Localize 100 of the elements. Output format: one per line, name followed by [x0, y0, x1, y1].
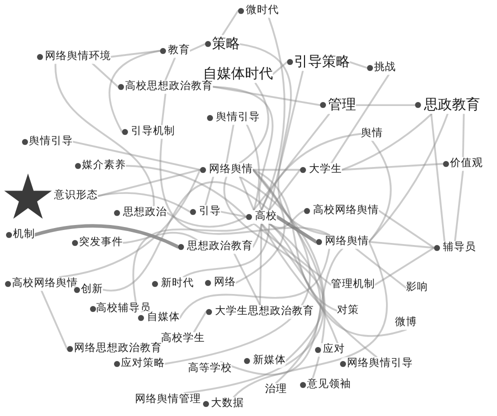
- keyword-label: 舆情引导: [29, 135, 73, 149]
- keyword-label: 网络舆情环境: [45, 50, 111, 64]
- connection-line: [204, 176, 214, 206]
- connection-line: [122, 232, 198, 244]
- keyword-label: 思想政治: [123, 206, 167, 220]
- connection-line: [97, 192, 191, 213]
- keyword-label: 高等学校: [188, 362, 232, 376]
- keyword-label: 意见领袖: [307, 378, 351, 392]
- keyword-label: 高校学生: [161, 332, 205, 346]
- connection-line: [272, 61, 288, 75]
- keyword-label: 影响: [406, 281, 428, 295]
- connection-line: [259, 222, 262, 306]
- keyword-label: 微博: [395, 316, 417, 330]
- connection-line: [268, 168, 301, 211]
- connection-line: [246, 124, 260, 211]
- connection-line: [72, 140, 201, 171]
- connection-line: [184, 168, 324, 394]
- keyword-label: 挑战: [374, 61, 396, 75]
- connection-line: [454, 170, 464, 242]
- connection-line: [374, 246, 435, 286]
- connection-line: [189, 43, 206, 52]
- connection-line: [164, 168, 311, 365]
- connection-line: [239, 43, 330, 236]
- connection-line: [220, 248, 344, 376]
- connection-line: [224, 176, 324, 362]
- connection-line: [252, 168, 301, 171]
- keyword-label: 应对: [323, 343, 345, 357]
- keyword-label: 高校思想政治教育: [125, 80, 213, 94]
- keyword-label: 创新: [81, 283, 103, 297]
- connection-line: [238, 176, 326, 379]
- connection-line: [220, 210, 247, 218]
- connection-line: [275, 215, 318, 244]
- connection-line: [252, 113, 330, 211]
- keyword-label: 微时代: [246, 4, 279, 18]
- connection-line: [160, 138, 330, 236]
- keyword-label: 辅导员: [443, 241, 476, 255]
- connection-line: [232, 240, 388, 398]
- connection-line: [252, 168, 338, 312]
- connection-line: [341, 162, 444, 171]
- connection-line: [110, 50, 161, 58]
- keyword-label: 策略: [212, 35, 240, 54]
- keyword-label: 管理: [328, 96, 356, 114]
- connection-line: [102, 182, 270, 291]
- keyword-label: 网络: [214, 276, 236, 290]
- keyword-label: 网络思想政治教育: [74, 342, 162, 356]
- connection-line: [33, 224, 180, 248]
- keyword-label: 引导机制: [131, 125, 175, 139]
- keyword-label: 思想政治教育: [187, 240, 253, 254]
- connection-line: [182, 222, 270, 278]
- connection-line: [212, 86, 274, 211]
- connection-line: [430, 113, 446, 242]
- connection-line: [222, 10, 239, 36]
- keyword-label: 管理机制: [331, 278, 375, 292]
- keyword-label: 治理: [265, 383, 287, 397]
- connection-line: [330, 74, 390, 164]
- keyword-label: 高校: [255, 210, 277, 224]
- keyword-label: 对策: [337, 304, 359, 318]
- keyword-label: 意识形态: [54, 189, 98, 203]
- connection-line: [355, 104, 416, 106]
- connection-line: [260, 222, 378, 358]
- connection-line: [378, 210, 435, 249]
- connection-line: [462, 113, 465, 158]
- connection-line: [97, 168, 201, 197]
- keyword-label: 自媒体: [147, 311, 180, 325]
- connection-line: [233, 252, 261, 306]
- connection-line: [92, 62, 119, 88]
- keyword-label: 高校网络舆情: [12, 277, 78, 291]
- keyword-label: 大学生思想政治教育: [215, 305, 314, 319]
- keyword-label: 大学生: [309, 163, 342, 177]
- connection-line: [368, 240, 435, 249]
- connection-line: [58, 168, 201, 278]
- keyword-label: 应对策略: [121, 357, 165, 371]
- connection-line: [252, 222, 262, 248]
- connection-line: [238, 82, 270, 164]
- keyword-node: [246, 210, 277, 224]
- keyword-label: 网络舆情管理: [135, 393, 201, 407]
- connection-line: [40, 290, 68, 350]
- keyword-label: 机制: [13, 228, 35, 242]
- connection-line: [268, 222, 322, 384]
- keyword-label: 价值观: [450, 157, 483, 171]
- connection-line: [268, 70, 304, 211]
- connection-line: [341, 113, 432, 171]
- connection-line: [164, 56, 176, 81]
- connection-line: [179, 248, 330, 319]
- connection-line: [193, 310, 207, 333]
- connection-line: [54, 62, 155, 207]
- connection-line: [238, 176, 255, 211]
- connection-line: [260, 222, 338, 344]
- connection-line: [132, 222, 255, 303]
- connection-line: [125, 164, 247, 218]
- connection-line: [212, 86, 321, 106]
- keyword-label: 高校辅导员: [96, 302, 151, 314]
- connection-line: [108, 50, 161, 133]
- keyword-label: 突发事件: [79, 236, 123, 250]
- keyword-label: 新媒体: [253, 354, 286, 368]
- keyword-label: 网络舆情引导: [347, 357, 413, 371]
- keyword-label: 网络舆情: [209, 163, 253, 177]
- keyword-label: 高校网络舆情: [313, 204, 379, 218]
- keyword-label: 舆情引导: [216, 111, 260, 125]
- keyword-label: 思政教育: [424, 96, 480, 114]
